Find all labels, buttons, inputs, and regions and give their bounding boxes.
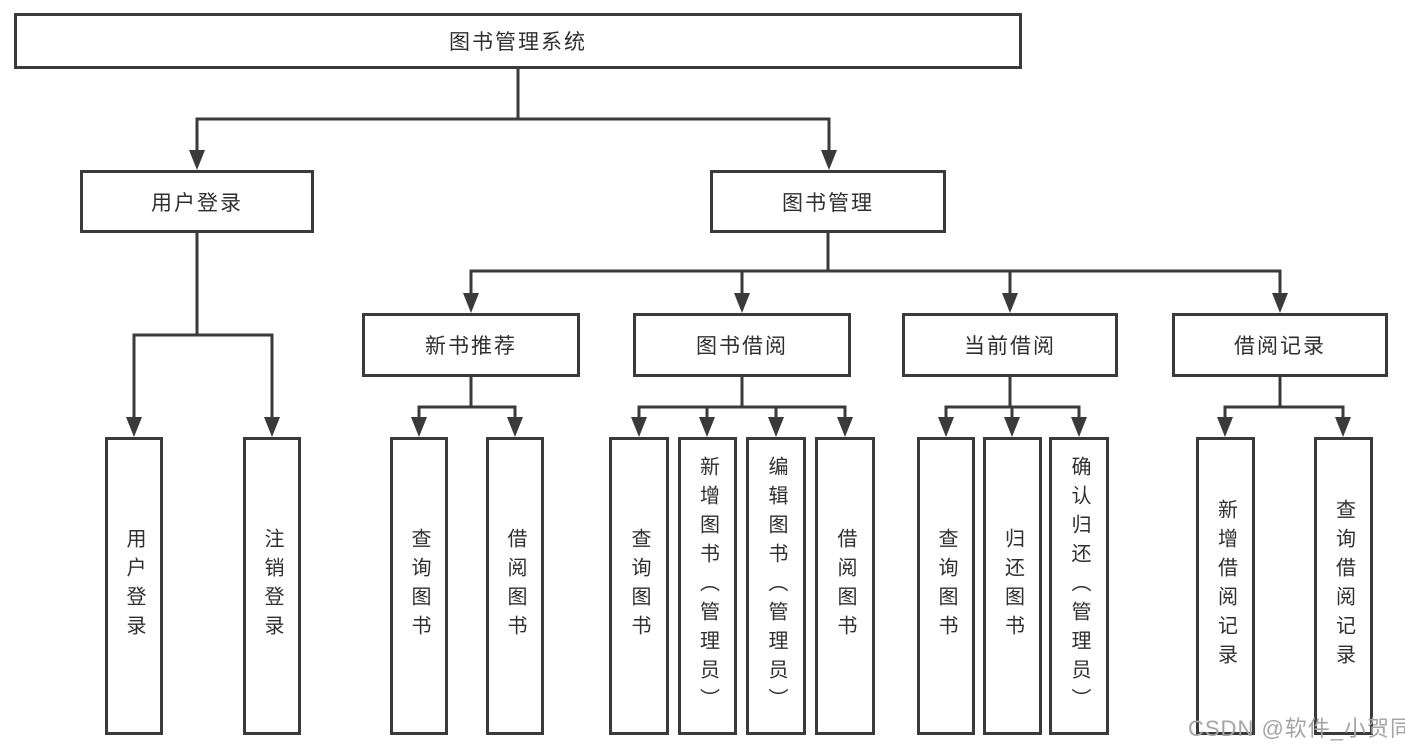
connector-module-borrow-to-children — [637, 377, 847, 421]
node-label: 查询图书 — [408, 528, 430, 644]
leaf-edit-books-admin: 编辑图书（管理员） — [746, 437, 806, 735]
node-label: 用户登录 — [123, 528, 145, 644]
node-label: 归还图书 — [1001, 528, 1024, 644]
node-current-borrowing: 当前借阅 — [902, 313, 1118, 377]
leaf-confirm-return-admin: 确认归还（管理员） — [1049, 437, 1109, 735]
arrow-down-icon — [126, 417, 142, 437]
node-label: 借阅图书 — [834, 528, 856, 644]
arrow-down-icon — [821, 150, 837, 170]
connector-module-records-to-children — [1223, 377, 1345, 421]
node-label: 用户登录 — [151, 191, 243, 215]
node-label: 借阅图书 — [504, 528, 526, 644]
node-borrowing-records: 借阅记录 — [1172, 313, 1388, 377]
arrow-down-icon — [938, 417, 954, 437]
node-label: 查询借阅记录 — [1332, 499, 1355, 673]
leaf-add-borrow-record: 新增借阅记录 — [1196, 437, 1255, 735]
leaf-user-login: 用户登录 — [105, 437, 163, 735]
node-label: 新增借阅记录 — [1214, 499, 1237, 673]
node-user-login: 用户登录 — [80, 170, 314, 233]
node-library-system: 图书管理系统 — [14, 13, 1022, 69]
arrow-down-icon — [734, 293, 750, 313]
leaf-return-books: 归还图书 — [983, 437, 1042, 735]
node-book-borrowing: 图书借阅 — [633, 313, 851, 377]
leaf-query-books-1: 查询图书 — [390, 437, 448, 735]
connector-book-mgmt-to-modules — [469, 233, 1282, 297]
connector-user-login-to-children — [132, 233, 274, 421]
arrow-down-icon — [768, 417, 784, 437]
node-label: 借阅记录 — [1234, 335, 1326, 358]
node-label: 编辑图书（管理员） — [765, 455, 787, 717]
node-label: 图书借阅 — [696, 335, 788, 358]
arrow-down-icon — [264, 417, 280, 437]
leaf-add-books-admin: 新增图书（管理员） — [678, 437, 737, 735]
node-label: 新书推荐 — [425, 335, 517, 358]
node-label: 注销登录 — [261, 528, 283, 644]
arrow-down-icon — [699, 417, 715, 437]
leaf-borrow-books-2: 借阅图书 — [815, 437, 875, 735]
node-label: 确认归还（管理员） — [1068, 455, 1090, 717]
connector-module-newbooks-to-children — [417, 377, 517, 421]
node-label: 新增图书（管理员） — [696, 455, 719, 717]
arrow-down-icon — [1335, 417, 1351, 437]
arrow-down-icon — [507, 417, 523, 437]
arrow-down-icon — [1272, 293, 1288, 313]
leaf-query-books-3: 查询图书 — [917, 437, 975, 735]
arrow-down-icon — [631, 417, 647, 437]
leaf-query-books-2: 查询图书 — [609, 437, 669, 735]
arrow-down-icon — [463, 293, 479, 313]
connector-root-to-branches — [195, 69, 831, 154]
node-label: 查询图书 — [628, 528, 650, 644]
csdn-watermark: CSDN @软件_小贺同学 — [1188, 716, 1405, 741]
connector-module-current-to-children — [944, 377, 1081, 421]
arrow-down-icon — [411, 417, 427, 437]
node-new-book-recommend: 新书推荐 — [362, 313, 580, 377]
arrow-down-icon — [1002, 293, 1018, 313]
leaf-query-borrow-record: 查询借阅记录 — [1314, 437, 1373, 735]
node-label: 当前借阅 — [964, 335, 1056, 358]
arrow-down-icon — [837, 417, 853, 437]
arrow-down-icon — [1071, 417, 1087, 437]
arrow-down-icon — [1004, 417, 1020, 437]
leaf-logout: 注销登录 — [243, 437, 301, 735]
arrow-down-icon — [1217, 417, 1233, 437]
node-book-management: 图书管理 — [710, 170, 946, 233]
node-label: 图书管理系统 — [449, 31, 587, 54]
node-label: 图书管理 — [782, 191, 874, 215]
arrow-down-icons — [126, 150, 1351, 437]
leaf-borrow-books-1: 借阅图书 — [486, 437, 544, 735]
node-label: 查询图书 — [935, 528, 957, 644]
arrow-down-icon — [189, 150, 205, 170]
